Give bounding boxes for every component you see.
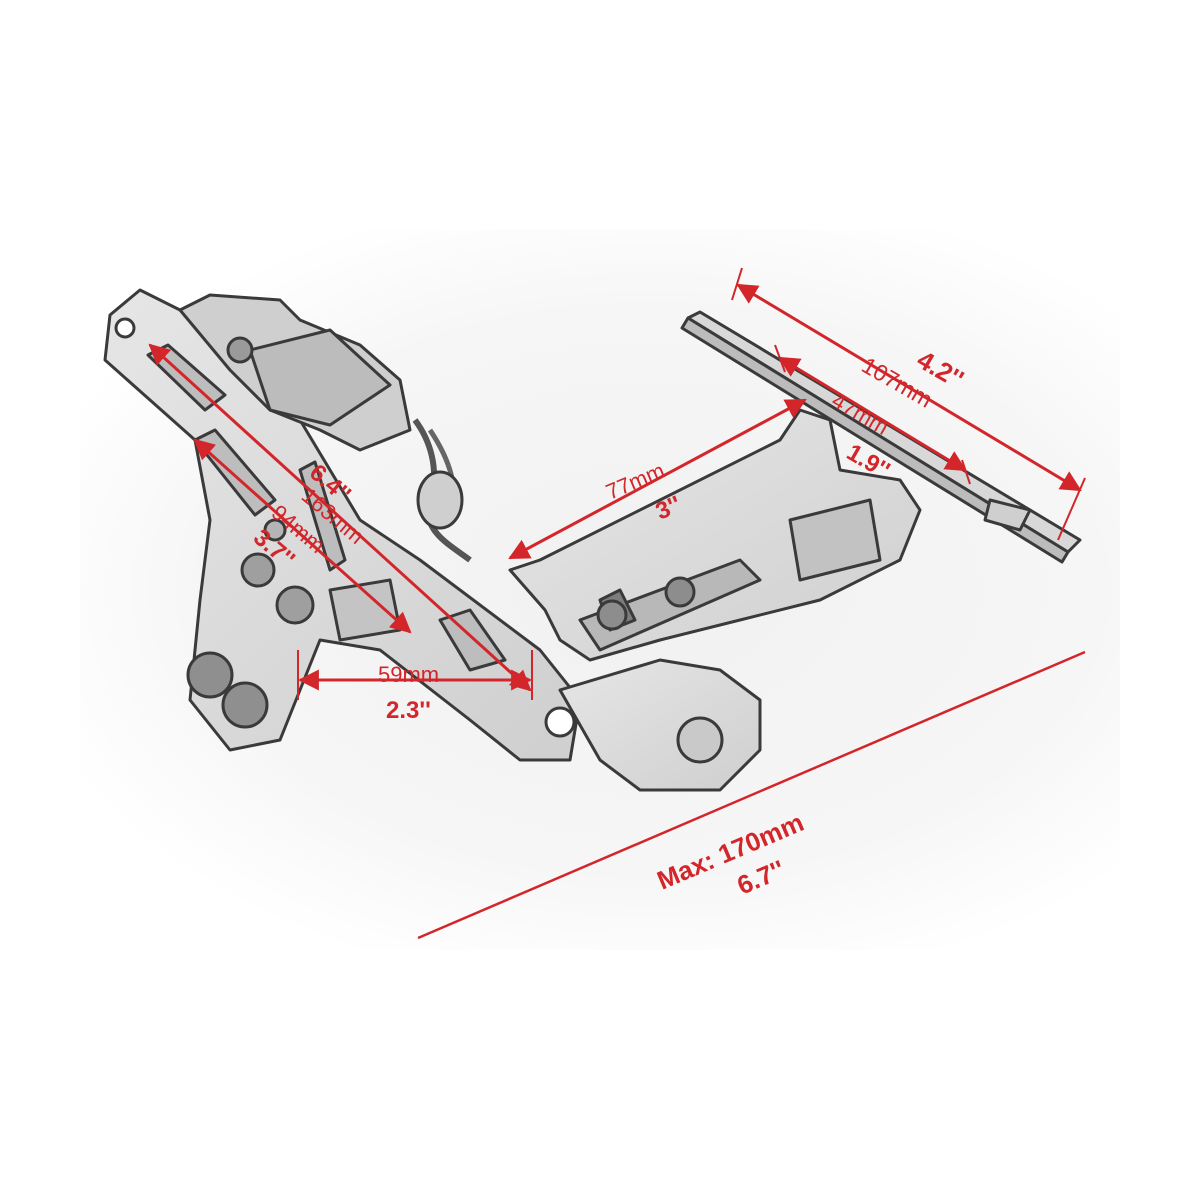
dim-line-107mm xyxy=(736,283,1082,492)
label-2-3-in: 2.3'' xyxy=(386,697,431,724)
dim-line-94mm xyxy=(193,438,412,634)
label-59mm: 59mm xyxy=(378,662,439,687)
dimension-lines xyxy=(148,267,1086,940)
dim-line-max xyxy=(417,650,1086,940)
lower-mount-lug xyxy=(558,658,762,792)
